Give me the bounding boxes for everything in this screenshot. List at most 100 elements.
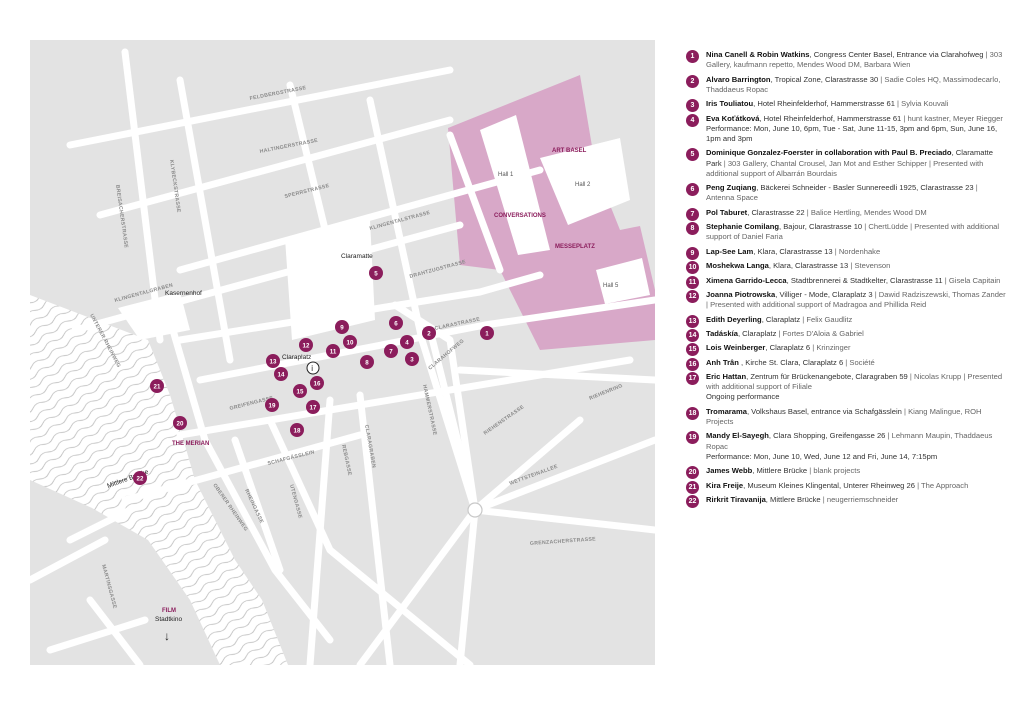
map-marker-label: 8 <box>365 359 369 366</box>
venue: , Hotel Rheinfelderhof, Hammerstrasse 61 <box>759 113 902 123</box>
venue: , Clara Shopping, Greifengasse 26 <box>768 431 886 441</box>
legend-number-badge: 6 <box>686 183 699 197</box>
galleries: blank projects <box>813 466 861 476</box>
artist-name: Tromarama <box>706 406 747 416</box>
separator: | <box>832 246 839 256</box>
galleries: 303 Gallery, kaufmann repetto, Mendes Wo… <box>706 50 1003 70</box>
map-marker-label: 21 <box>154 383 161 390</box>
legend-number-badge: 22 <box>686 495 699 509</box>
venue: , Museum Kleines Klingental, Unterer Rhe… <box>743 480 915 490</box>
legend-heading: Joanna Piotrowska, Villiger - Mode, Clar… <box>706 290 1006 310</box>
legend-entry: 14 Tadáskía, Claraplatz | Fortes D'Aloia … <box>686 328 1006 342</box>
legend-heading: Dominique Gonzalez-Foerster in collabora… <box>706 148 1006 179</box>
map-marker-11[interactable] <box>326 344 340 358</box>
map-marker-22[interactable] <box>133 471 147 485</box>
map-marker-6[interactable] <box>389 316 403 330</box>
legend-heading: Lap-See Lam, Klara, Clarastrasse 13 | No… <box>706 247 1006 257</box>
legend-number-badge: 4 <box>686 113 699 127</box>
artist-name: Lois Weinberger <box>706 343 766 353</box>
separator: | <box>848 261 855 271</box>
separator: | <box>800 314 807 324</box>
galleries: Sylvia Kouvali <box>901 99 949 109</box>
stadtkino-label: Stadtkino <box>155 616 182 623</box>
artist-name: Eric Hattan <box>706 372 747 382</box>
roundabout <box>467 502 483 518</box>
map-marker-label: 10 <box>347 339 354 346</box>
separator: | <box>942 275 949 285</box>
map-marker-10[interactable] <box>343 335 357 349</box>
artist-name: Dominique Gonzalez-Foerster in collabora… <box>706 148 952 158</box>
legend-heading: Rirkrit Tiravanija, Mittlere Brücke | ne… <box>706 495 1006 505</box>
legend-number-badge: 17 <box>686 372 699 386</box>
venue: , Kirche St. Clara, Claraplatz 6 <box>738 357 844 367</box>
legend-number-badge: 11 <box>686 275 699 289</box>
galleries: Fortes D'Aloia & Gabriel <box>782 328 864 338</box>
legend-number-badge: 14 <box>686 328 699 342</box>
venue: , Claraplatz <box>737 328 777 338</box>
separator: | <box>776 328 783 338</box>
map-marker-1[interactable] <box>480 326 494 340</box>
legend-heading: Pol Taburet, Clarastrasse 22 | Balice He… <box>706 208 1006 218</box>
map-marker-12[interactable] <box>299 338 313 352</box>
map-marker-21[interactable] <box>150 379 164 393</box>
map-marker-17[interactable] <box>306 400 320 414</box>
legend-number-badge: 2 <box>686 74 699 88</box>
hall-1-label: Hall 1 <box>498 172 514 178</box>
legend-heading: Lois Weinberger, Claraplatz 6 | Krinzing… <box>706 343 1006 353</box>
separator: | <box>894 99 902 109</box>
extra-info: Performance: Mon, June 10, Wed, June 12 … <box>706 451 938 461</box>
info-point-icon <box>306 361 320 375</box>
info-point-label: i <box>311 364 313 373</box>
map-marker-16[interactable] <box>310 376 324 390</box>
map-marker-5[interactable] <box>369 266 383 280</box>
legend-heading: Stephanie Comilang, Bajour, Clarastrasse… <box>706 222 1006 242</box>
artist-name: Pol Taburet <box>706 207 748 217</box>
artist-name: Mandy El-Sayegh <box>706 431 769 441</box>
venue: , Bajour, Clarastrasse 10 <box>779 222 863 232</box>
separator: | <box>973 183 978 193</box>
map-marker-label: 7 <box>389 348 393 355</box>
map-marker-label: 4 <box>405 339 409 346</box>
map-marker-9[interactable] <box>335 320 349 334</box>
map-marker-19[interactable] <box>265 398 279 412</box>
map-marker-13[interactable] <box>266 354 280 368</box>
map-marker-label: 5 <box>374 270 378 277</box>
map-marker-15[interactable] <box>293 384 307 398</box>
galleries: Lehmann Maupin, Thaddaeus Ropac <box>706 431 993 451</box>
separator: | <box>901 406 909 416</box>
galleries: Gisela Capitain <box>948 275 1001 285</box>
map-marker-2[interactable] <box>422 326 436 340</box>
legend-heading: Edith Deyerling, Claraplatz | Felix Gaud… <box>706 315 1006 325</box>
map-marker-label: 14 <box>278 371 285 378</box>
artist-name: Stephanie Comilang <box>706 222 779 232</box>
map-marker-18[interactable] <box>290 423 304 437</box>
galleries: Sadie Coles HQ, Massimodecarlo, Thaddaeu… <box>706 74 1001 94</box>
legend-heading: Tadáskía, Claraplatz | Fortes D'Aloia & … <box>706 329 1006 339</box>
legend-heading: Eva Koťátková, Hotel Rheinfelderhof, Ham… <box>706 114 1006 124</box>
artist-name: James Webb <box>706 466 753 476</box>
legend-heading: Peng Zuqiang, Bäckerei Schneider - Basle… <box>706 183 1006 203</box>
venue: , Claraplatz 6 <box>765 343 811 353</box>
the-merian-label: THE MERIAN <box>172 441 209 447</box>
map-marker-14[interactable] <box>274 367 288 381</box>
map-marker-label: 2 <box>427 330 431 337</box>
separator: | <box>804 207 811 217</box>
legend-number-badge: 13 <box>686 314 699 328</box>
map-marker-20[interactable] <box>173 416 187 430</box>
arrow-down-icon: ↓ <box>164 629 170 643</box>
separator: | <box>914 480 922 490</box>
map-marker-8[interactable] <box>360 355 374 369</box>
map-marker-label: 6 <box>394 320 398 327</box>
map-marker-4[interactable] <box>400 335 414 349</box>
legend-number-badge: 21 <box>686 480 699 494</box>
map-marker-7[interactable] <box>384 344 398 358</box>
separator: | <box>807 466 814 476</box>
map-marker-3[interactable] <box>405 352 419 366</box>
